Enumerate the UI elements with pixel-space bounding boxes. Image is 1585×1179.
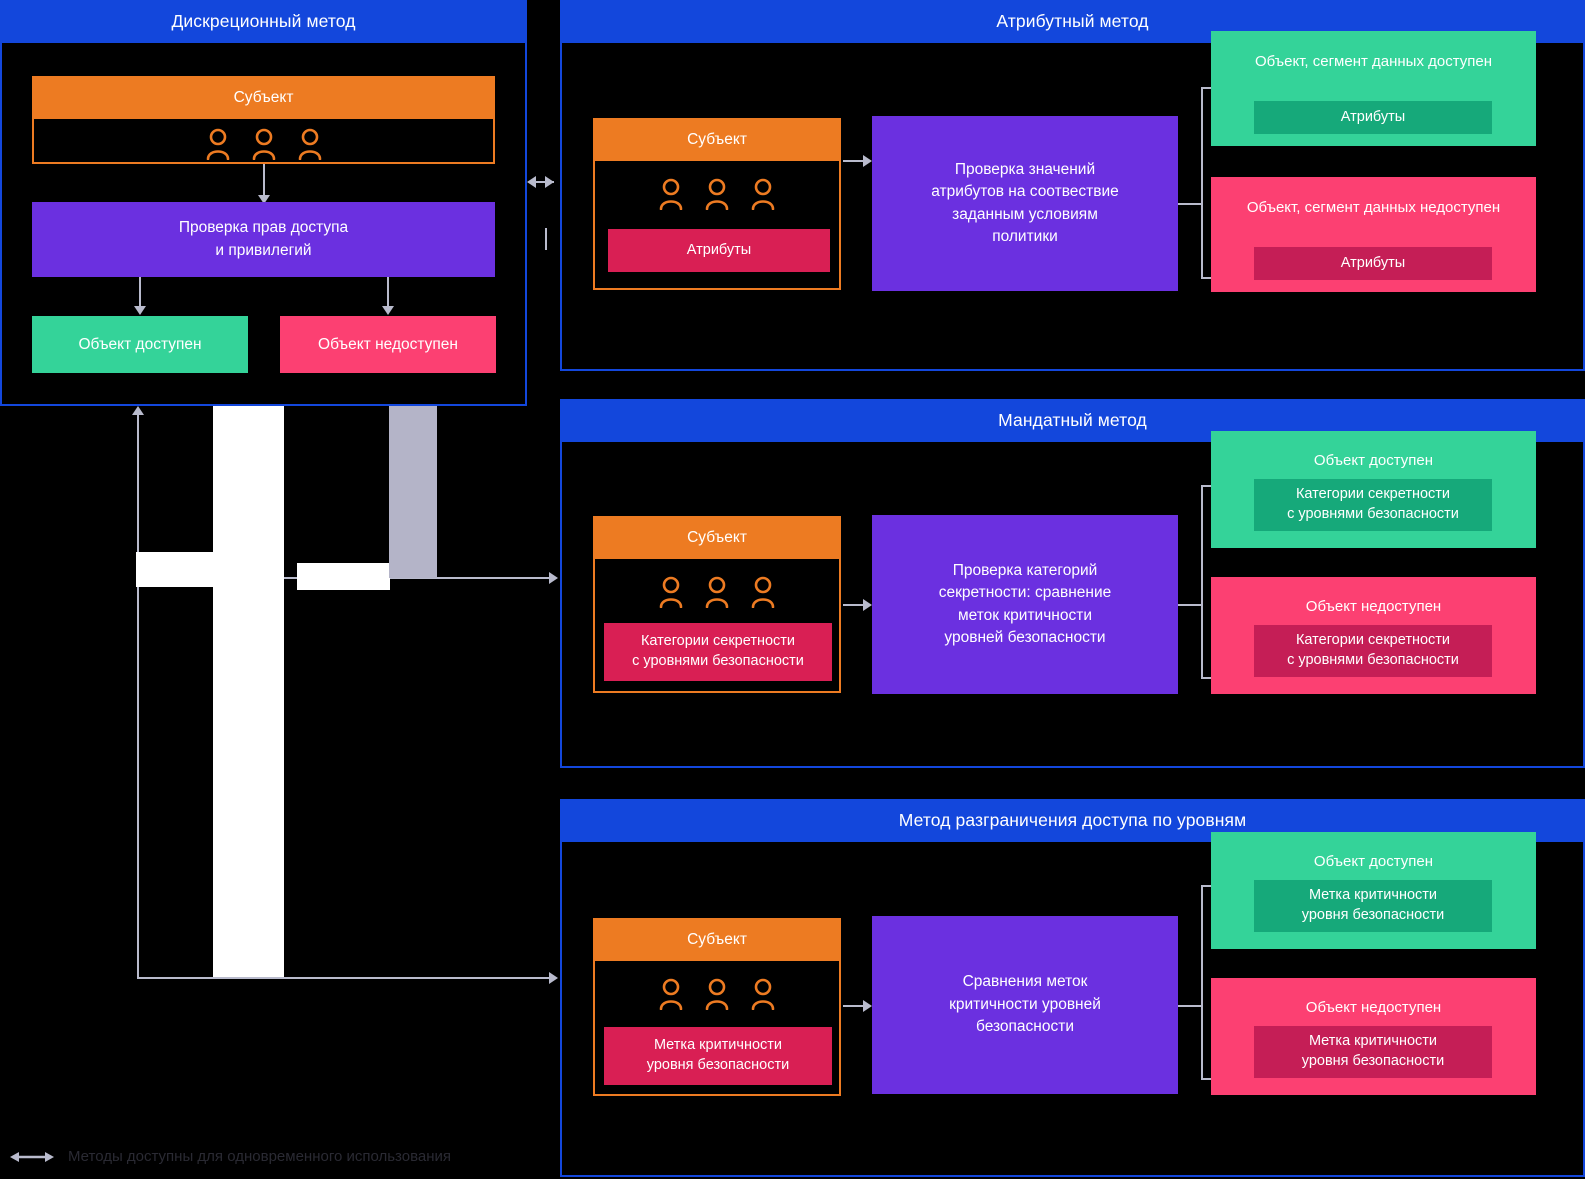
- mandatory-subject-chip: Категории секретности с уровнями безопас…: [604, 623, 832, 681]
- attribute-result-unavailable-chip: Атрибуты: [1254, 247, 1492, 280]
- person-icon: [705, 178, 729, 210]
- levels-result-available[interactable]: Объект доступен Метка критичности уровня…: [1211, 832, 1536, 949]
- connector-arrowhead-right: [863, 1000, 872, 1012]
- person-icon: [751, 576, 775, 608]
- person-icon: [751, 978, 775, 1010]
- attribute-result-available-chip: Атрибуты: [1254, 101, 1492, 134]
- discretionary-subject-card[interactable]: Субъект: [32, 76, 495, 164]
- person-icon: [659, 576, 683, 608]
- attribute-result-available-title: Объект, сегмент данных доступен: [1254, 53, 1493, 70]
- connector-branch-to-mandatory-arrowhead: [549, 572, 558, 584]
- connector-panel1-panel2-line: [532, 181, 554, 183]
- connector-levels-fork-stem: [1178, 1005, 1203, 1007]
- overlay-block-vertical-main: [213, 406, 284, 977]
- levels-subject-label: Субъект: [593, 918, 841, 961]
- levels-process-box[interactable]: Сравнения меток критичности уровней безо…: [872, 916, 1178, 1094]
- levels-subject-card[interactable]: Субъект Метка критичности уровня безопас…: [593, 918, 841, 1096]
- connector-panel1-panel2-arrowhead-left: [527, 176, 536, 188]
- discretionary-people-group: [34, 125, 493, 163]
- mandatory-people-group: [595, 573, 839, 611]
- levels-result-unavailable-title: Объект недоступен: [1305, 999, 1442, 1016]
- levels-result-available-title: Объект доступен: [1313, 853, 1434, 870]
- levels-result-available-chip: Метка критичности уровня безопасности: [1254, 880, 1492, 932]
- person-icon: [206, 128, 229, 160]
- connector-mandatory-fork-vertical: [1201, 485, 1203, 679]
- person-icon: [659, 978, 683, 1010]
- connector-arrowhead-down-no: [382, 306, 394, 315]
- person-icon: [751, 178, 775, 210]
- mandatory-subject-card[interactable]: Субъект Категории секретности с уровнями…: [593, 516, 841, 693]
- discretionary-result-available[interactable]: Объект доступен: [32, 316, 248, 373]
- connector-arrowhead-right: [863, 155, 872, 167]
- mandatory-subject-label: Субъект: [593, 516, 841, 559]
- connector-branch-to-levels-arrowhead: [549, 972, 558, 984]
- panel-levels: Метод разграничения доступа по уровням С…: [560, 799, 1585, 1177]
- double-headed-arrow-icon: [10, 1151, 54, 1162]
- connector-levels-fork-vertical: [1201, 885, 1203, 1080]
- attribute-subject-card[interactable]: Субъект Атрибуты: [593, 118, 841, 290]
- connector-mandatory-subject-to-process: [843, 604, 870, 606]
- levels-people-group: [595, 975, 839, 1013]
- panel-discretionary: Дискреционный метод Субъект Проверка пра…: [0, 0, 527, 406]
- legend-text: Методы доступны для одновременного испол…: [68, 1148, 452, 1165]
- person-icon: [252, 128, 275, 160]
- connector-attribute-fork-vertical: [1201, 87, 1203, 279]
- connector-arrowhead-down: [258, 195, 270, 204]
- levels-result-unavailable-chip: Метка критичности уровня безопасности: [1254, 1026, 1492, 1078]
- connector-mandatory-fork-stem: [1178, 604, 1203, 606]
- mandatory-result-unavailable-chip: Категории секретности с уровнями безопас…: [1254, 625, 1492, 677]
- connector-process-to-no: [387, 277, 389, 309]
- panel-discretionary-title: Дискреционный метод: [0, 0, 527, 43]
- attribute-result-unavailable-title: Объект, сегмент данных недоступен: [1246, 199, 1501, 216]
- levels-subject-chip: Метка критичности уровня безопасности: [604, 1027, 832, 1085]
- panel-levels-title: Метод разграничения доступа по уровням: [560, 799, 1585, 842]
- overlay-block-gray: [389, 406, 437, 578]
- mandatory-process-box[interactable]: Проверка категорий секретности: сравнени…: [872, 515, 1178, 694]
- connector-process-to-ok: [139, 277, 141, 309]
- attribute-subject-chip: Атрибуты: [608, 229, 830, 272]
- mandatory-result-unavailable-title: Объект недоступен: [1305, 598, 1442, 615]
- connector-branch-to-levels: [137, 977, 555, 979]
- connector-left-riser-arrowhead: [132, 406, 144, 415]
- mandatory-result-unavailable[interactable]: Объект недоступен Категории секретности …: [1211, 577, 1536, 694]
- attribute-result-unavailable[interactable]: Объект, сегмент данных недоступен Атрибу…: [1211, 177, 1536, 292]
- connector-subject-to-process: [263, 164, 265, 196]
- person-icon: [659, 178, 683, 210]
- legend: Методы доступны для одновременного испол…: [10, 1148, 451, 1165]
- discretionary-subject-label: Субъект: [32, 76, 495, 119]
- overlay-block-horizontal-right: [297, 563, 390, 590]
- connector-panel1-panel2-arrowhead-right: [545, 176, 554, 188]
- connector-panel-gap-tick: [545, 228, 547, 250]
- discretionary-process-box[interactable]: Проверка прав доступа и привилегий: [32, 202, 495, 277]
- person-icon: [705, 978, 729, 1010]
- attribute-process-box[interactable]: Проверка значений атрибутов на соотвеств…: [872, 116, 1178, 291]
- overlay-block-horizontal-left: [136, 552, 214, 587]
- attribute-subject-label: Субъект: [593, 118, 841, 161]
- panel-attribute: Атрибутный метод Субъект Атрибуты Провер…: [560, 0, 1585, 371]
- attribute-result-available[interactable]: Объект, сегмент данных доступен Атрибуты: [1211, 31, 1536, 146]
- connector-attribute-fork-stem: [1178, 203, 1203, 205]
- person-icon: [705, 576, 729, 608]
- attribute-people-group: [595, 175, 839, 213]
- connector-arrowhead-down-ok: [134, 306, 146, 315]
- discretionary-result-unavailable[interactable]: Объект недоступен: [280, 316, 496, 373]
- mandatory-result-available[interactable]: Объект доступен Категории секретности с …: [1211, 431, 1536, 548]
- levels-result-unavailable[interactable]: Объект недоступен Метка критичности уров…: [1211, 978, 1536, 1095]
- person-icon: [298, 128, 321, 160]
- mandatory-result-available-chip: Категории секретности с уровнями безопас…: [1254, 479, 1492, 531]
- connector-levels-subject-to-process: [843, 1005, 870, 1007]
- connector-attribute-subject-to-process: [843, 160, 870, 162]
- mandatory-result-available-title: Объект доступен: [1313, 452, 1434, 469]
- connector-left-riser: [137, 415, 139, 979]
- connector-arrowhead-right: [863, 599, 872, 611]
- panel-mandatory: Мандатный метод Субъект Категории секрет…: [560, 399, 1585, 768]
